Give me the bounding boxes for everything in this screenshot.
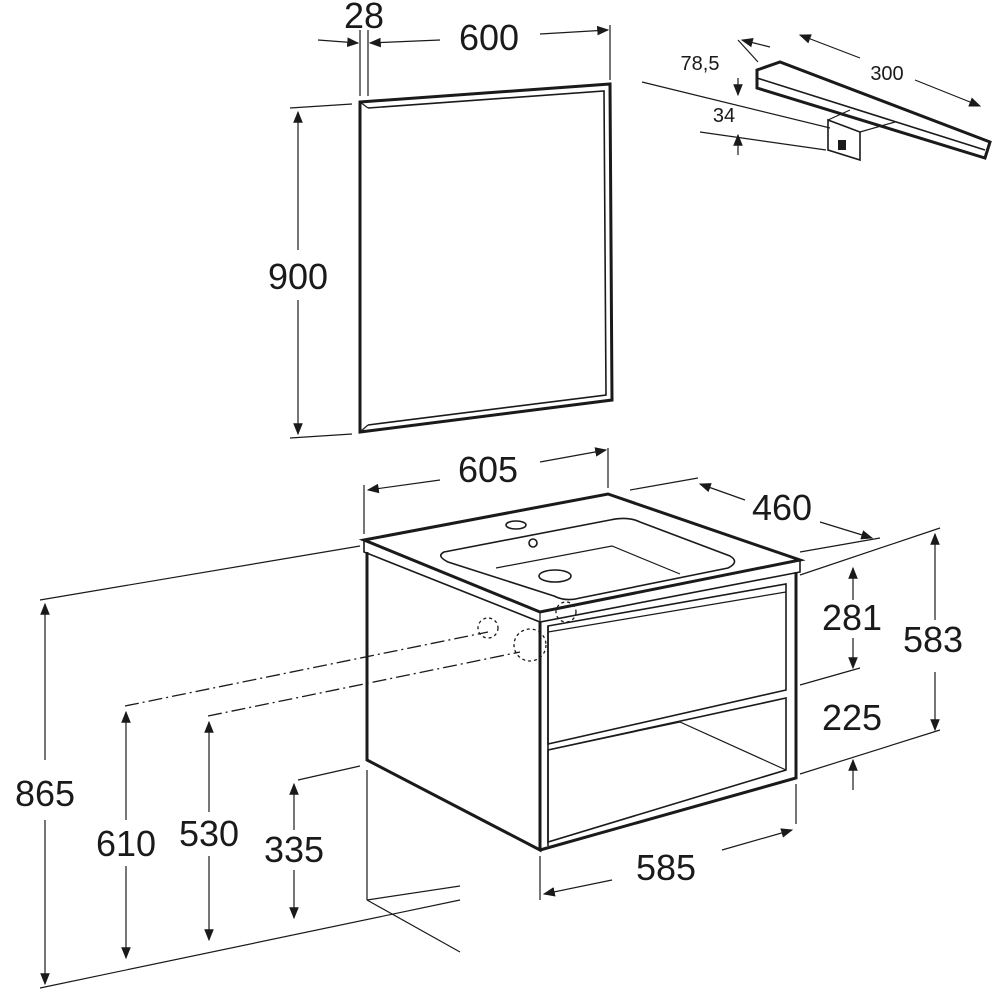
lamp <box>755 60 992 162</box>
shelf-back <box>547 721 787 771</box>
overflow <box>528 538 538 548</box>
mirror-height-dimension: 900 <box>268 103 353 439</box>
tap-hole <box>505 520 527 530</box>
mirror <box>358 82 614 434</box>
mirror-width-label: 600 <box>459 17 519 58</box>
cabinet-height-dimensions: 583 281 225 <box>799 527 963 790</box>
vanity-cabinet <box>358 492 806 853</box>
open-shelf <box>547 697 787 844</box>
waste-fitting-2 <box>513 628 547 662</box>
installation-reference-lines <box>39 545 461 989</box>
cabinet-depth-label: 460 <box>752 487 812 528</box>
mirror-depth-label: 28 <box>344 0 384 36</box>
cabinet-height-label: 583 <box>903 619 963 660</box>
basin-height-label: 865 <box>15 773 75 814</box>
cabinet-front <box>539 572 798 852</box>
shelf-height-label: 225 <box>822 697 882 738</box>
lamp-bar <box>755 60 992 160</box>
drawer-front <box>547 583 787 746</box>
lamp-bracket-height-label: 34 <box>713 105 735 127</box>
mirror-inner-edge <box>367 90 607 426</box>
basin-inner-line <box>495 545 681 575</box>
lamp-bracket <box>827 118 861 162</box>
cabinet-bottom-height-label: 335 <box>264 829 324 870</box>
lamp-length-label: 300 <box>870 63 903 85</box>
drawer-height-label: 281 <box>822 597 882 638</box>
centre-lines <box>124 631 521 717</box>
cabinet-width-label: 605 <box>458 449 518 490</box>
waste-height-1-label: 610 <box>96 823 156 864</box>
lamp-dimensions: 78,5 300 34 <box>641 34 982 155</box>
waste-fitting-3 <box>555 601 577 623</box>
cabinet-width-dimension: 605 <box>363 447 609 534</box>
cabinet-side <box>365 552 542 853</box>
mirror-height-label: 900 <box>268 256 328 297</box>
basin <box>440 517 736 601</box>
cabinet-bottom-width-dimension: 585 <box>539 784 797 900</box>
mirror-frame <box>358 82 614 434</box>
mirror-top-dimensions: 28 600 <box>317 0 611 96</box>
countertop-top <box>358 492 806 614</box>
waste-height-2-label: 530 <box>179 813 239 854</box>
lamp-projection-label: 78,5 <box>681 53 720 75</box>
cabinet-bottom-width-label: 585 <box>636 847 696 888</box>
cabinet-depth-dimension: 460 <box>629 477 881 553</box>
drain <box>538 569 572 583</box>
waste-fitting-1 <box>477 617 499 639</box>
installation-height-dimensions: 865 610 530 335 <box>15 602 324 986</box>
